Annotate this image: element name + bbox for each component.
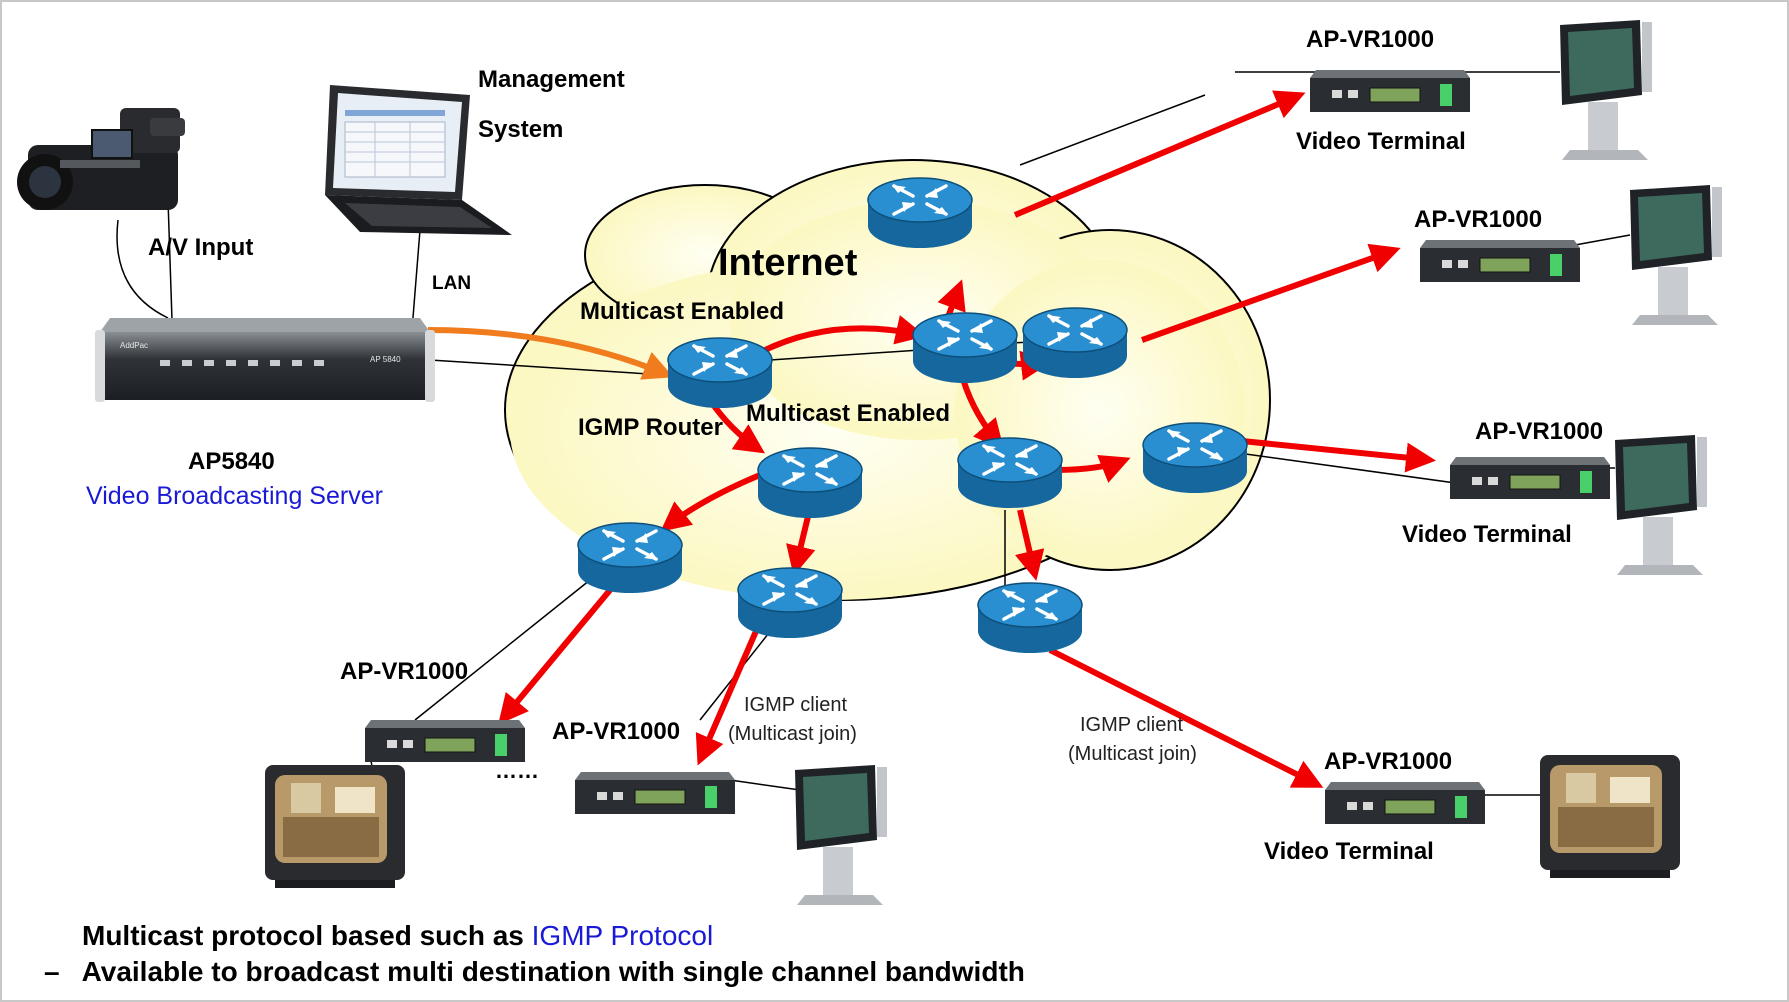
label-multicast-enabled-1: Multicast Enabled	[580, 298, 785, 325]
label-igmp-client-2b: (Multicast join)	[1068, 743, 1197, 765]
vr1000-device-image	[1310, 70, 1470, 112]
label-vr1000-2: AP-VR1000	[1414, 206, 1543, 233]
router-icon	[1022, 307, 1128, 378]
label-vr1000-6: AP-VR1000	[1324, 748, 1453, 775]
label-av-input: A/V Input	[148, 234, 254, 261]
label-dots: ……	[495, 758, 539, 783]
footer-line-2-text: Available to broadcast multi destination…	[81, 956, 1025, 987]
ap5840-server-image: AddPac AP 5840	[95, 318, 435, 402]
router-icon	[957, 437, 1063, 508]
lcd-monitor-image	[795, 765, 887, 905]
router-icon	[577, 522, 683, 593]
label-vr1000-4: AP-VR1000	[340, 658, 469, 685]
footer-line-2: –Available to broadcast multi destinatio…	[44, 958, 1025, 986]
crt-tv-group	[265, 755, 1680, 888]
label-server-name: Video Broadcasting Server	[86, 482, 383, 510]
label-video-terminal-2: Video Terminal	[1402, 521, 1572, 548]
vr1000-device-image	[1420, 240, 1580, 282]
vr1000-device-image	[575, 772, 735, 814]
router-icon	[912, 312, 1018, 383]
lcd-monitor-group	[795, 20, 1722, 905]
label-video-terminal-1: Video Terminal	[1296, 128, 1466, 155]
label-vr1000-1: AP-VR1000	[1306, 26, 1435, 53]
router-icon	[757, 447, 863, 518]
crt-tv-image	[265, 765, 405, 888]
router-icon	[667, 337, 773, 408]
footer-igmp-highlight: IGMP Protocol	[531, 920, 714, 951]
footer-line-1: Multicast protocol based such as IGMP Pr…	[82, 922, 713, 950]
server-front-label: AP 5840	[370, 355, 401, 364]
router-icon	[867, 177, 973, 248]
label-igmp-client-1b: (Multicast join)	[728, 723, 857, 745]
router-group	[577, 177, 1248, 653]
vr1000-device-image	[1325, 782, 1485, 824]
label-internet: Internet	[718, 242, 858, 284]
camcorder-image	[17, 108, 185, 210]
server-brand: AddPac	[120, 341, 148, 350]
label-vr1000-3: AP-VR1000	[1475, 418, 1604, 445]
server-to-router-arrow	[427, 327, 674, 380]
label-video-terminal-3: Video Terminal	[1264, 838, 1434, 865]
footer-bullet: –	[44, 956, 60, 987]
label-igmp-router: IGMP Router	[578, 414, 723, 441]
vr-box-group	[365, 70, 1610, 824]
lcd-monitor-image	[1630, 185, 1722, 325]
label-server-model: AP5840	[188, 448, 275, 475]
label-multicast-enabled-2: Multicast Enabled	[746, 400, 951, 427]
label-system: System	[478, 116, 564, 143]
router-icon	[1142, 422, 1248, 493]
label-management: Management	[478, 66, 625, 93]
footer-line-1-prefix: Multicast protocol based such as	[82, 920, 532, 951]
label-vr1000-5: AP-VR1000	[552, 718, 681, 745]
lcd-monitor-image	[1615, 435, 1707, 575]
label-igmp-client-2a: IGMP client	[1080, 714, 1183, 736]
laptop-image	[325, 85, 512, 235]
router-icon	[977, 582, 1083, 653]
label-igmp-client-1a: IGMP client	[744, 694, 847, 716]
lcd-monitor-image	[1560, 20, 1652, 160]
crt-tv-image	[1540, 755, 1680, 878]
router-icon	[737, 567, 843, 638]
label-lan: LAN	[432, 273, 472, 294]
vr1000-device-image	[1450, 457, 1610, 499]
vr1000-device-image	[365, 720, 525, 762]
